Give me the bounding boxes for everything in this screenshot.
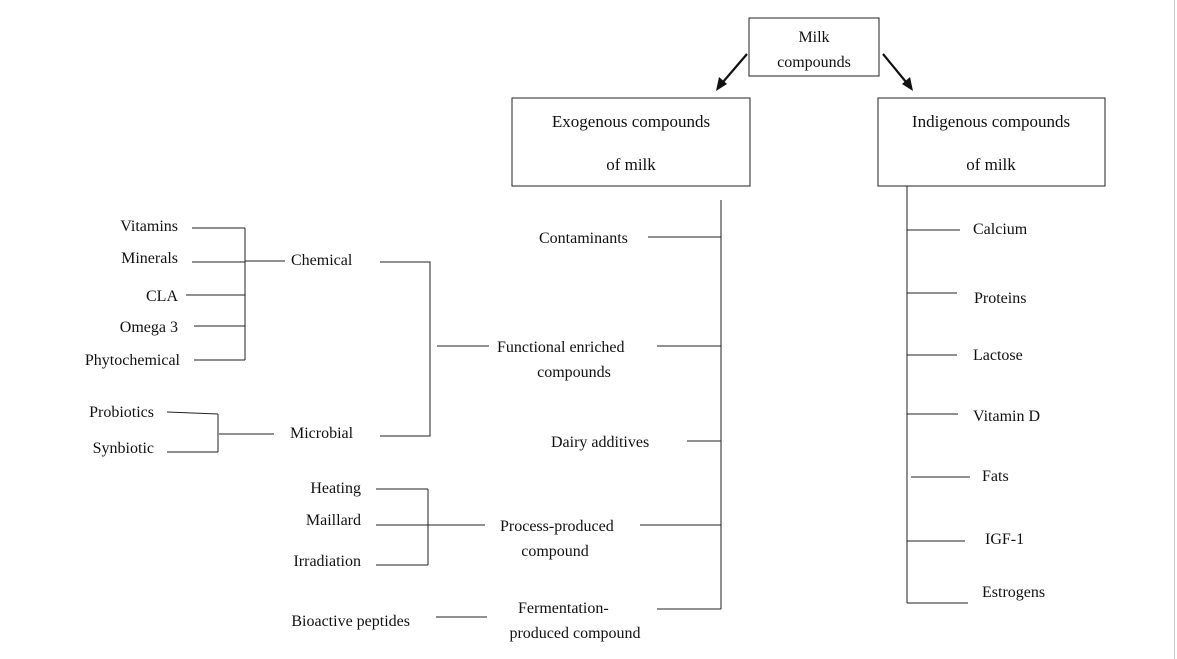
- label-process-line2: compound: [521, 543, 589, 560]
- label-dairy-additives: Dairy additives: [551, 434, 649, 451]
- exogenous-label-line1: Exogenous compounds: [552, 112, 710, 131]
- arrowhead-indigenous: [902, 77, 913, 91]
- root-label-line2: compounds: [777, 54, 851, 71]
- root-label-line1: Milk: [798, 29, 829, 46]
- indigenous-branches: Calcium Proteins Lactose Vitamin D Fats …: [906, 186, 1045, 604]
- label-functional-line1: Functional enriched: [497, 339, 625, 356]
- exogenous-branches: [640, 200, 722, 610]
- item-vitamin-d: Vitamin D: [973, 408, 1040, 425]
- root-node: Milk compounds: [748, 17, 880, 77]
- item-lactose: Lactose: [973, 347, 1023, 364]
- item-bioactive-peptides: Bioactive peptides: [291, 613, 410, 630]
- chemical-microbial-bracket: [380, 261, 431, 437]
- item-igf1: IGF-1: [985, 531, 1024, 548]
- indigenous-box: [877, 97, 1106, 187]
- process-group: Heating Maillard Irradiation: [293, 480, 485, 570]
- page-right-border: [1174, 0, 1175, 659]
- root-box: [748, 17, 880, 77]
- functional-connectors: [380, 261, 489, 437]
- arrow-to-indigenous: [882, 53, 907, 83]
- chemical-group: Chemical Vitamins Minerals CLA Omega 3 P…: [85, 218, 353, 369]
- item-synbiotic: Synbiotic: [93, 440, 154, 457]
- exogenous-box: [511, 97, 751, 187]
- item-estrogens: Estrogens: [982, 584, 1045, 601]
- item-vitamins: Vitamins: [120, 218, 178, 235]
- item-probiotics: Probiotics: [89, 404, 154, 421]
- indigenous-node: Indigenous compounds of milk: [877, 97, 1106, 187]
- item-fats: Fats: [982, 468, 1009, 485]
- item-omega-3: Omega 3: [120, 319, 178, 336]
- item-cla: CLA: [146, 288, 178, 305]
- arrow-to-exogenous: [722, 53, 748, 83]
- fermentation-group: Bioactive peptides: [291, 613, 487, 630]
- label-fermentation-line2: produced compound: [509, 625, 640, 642]
- label-contaminants: Contaminants: [539, 230, 628, 247]
- label-chemical: Chemical: [291, 252, 353, 269]
- label-fermentation-line1: Fermentation-: [518, 600, 609, 617]
- item-minerals: Minerals: [121, 250, 178, 267]
- exogenous-category-labels: Contaminants Functional enriched compoun…: [497, 230, 649, 642]
- item-heating: Heating: [310, 480, 361, 497]
- label-microbial: Microbial: [290, 425, 354, 442]
- label-process-line1: Process-produced: [500, 518, 614, 535]
- item-proteins: Proteins: [974, 290, 1026, 307]
- item-maillard: Maillard: [306, 512, 361, 529]
- indigenous-label-line2: of milk: [966, 155, 1016, 174]
- item-irradiation: Irradiation: [293, 553, 361, 570]
- exogenous-node: Exogenous compounds of milk: [511, 97, 751, 187]
- label-functional-line2: compounds: [537, 364, 611, 381]
- microbial-tick-probiotics: [166, 411, 219, 415]
- item-phytochemical: Phytochemical: [85, 352, 181, 369]
- root-arrows: [716, 53, 913, 91]
- microbial-group: Microbial Probiotics Synbiotic: [89, 404, 354, 457]
- arrowhead-exogenous: [716, 77, 727, 91]
- exogenous-label-line2: of milk: [606, 155, 656, 174]
- item-calcium: Calcium: [973, 221, 1028, 238]
- indigenous-label-line1: Indigenous compounds: [912, 112, 1070, 131]
